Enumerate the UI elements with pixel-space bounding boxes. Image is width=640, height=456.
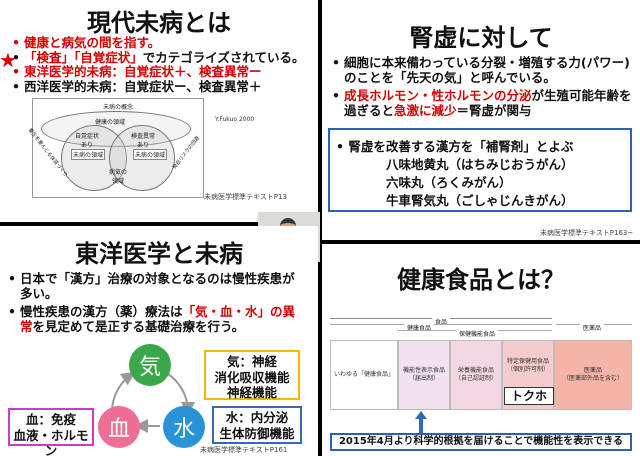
fig-healthy: 健康の領域 xyxy=(95,119,126,126)
quadrant-jinkyo: 腎虚に対して 細胞に本来備わっている分裂・増殖する力(パワー)のことを「先天の気… xyxy=(322,0,640,240)
source-p161: 未病医学標準テキストP161 xyxy=(200,446,288,454)
remedy-rokumi: 六味丸（ろくみがん） xyxy=(386,175,512,190)
modern-mibyou-bullets: 健康と病気の間を指す。 「検査」「自覚症状」でカテゴライズされている。 東洋医学… xyxy=(12,35,316,95)
sui-box: 水：内分泌生体防御機能 xyxy=(212,406,302,444)
segment-drug: 医薬品 （医薬部外品を含む） xyxy=(554,340,632,410)
arrow-up-icon xyxy=(415,411,427,433)
bullet-western: 西洋医学的未病：自覚症状ー、検査異常＋ xyxy=(12,79,316,95)
range-drug-label: 医薬品 xyxy=(580,323,605,332)
remedy-hachimi: 八味地黄丸（はちみじおうがん） xyxy=(386,157,574,172)
hojinzai-intro: • 腎虚を改善する漢方を「補腎剤」とよぶ xyxy=(336,139,574,154)
jinkyo-bullets: 細胞に本来備わっている分裂・増殖する力(パワー)のことを「先天の気」と呼んでいる… xyxy=(332,55,632,118)
ki-box: 気：神経消化吸収機能神経機能 xyxy=(204,350,300,400)
bullet-eastern: 東洋医学的未病：自覚症状＋、検査異常ー xyxy=(12,64,316,80)
quadrant-modern-mibyou: 現代未病とは 健康と病気の間を指す。 「検査」「自覚症状」でカテゴライズされてい… xyxy=(0,0,318,222)
eastern-bullets: 日本で「漢方」治療の対象となるのは慢性疾患が多い。 慢性疾患の漢方（薬）療法は「… xyxy=(8,271,298,334)
mibyou-concept-figure: 未病の概念 健康の領域 自覚症状 あり 検査異常 あり 未病の領域 未病の領域 … xyxy=(27,98,204,198)
range-health-label: 健康食品 xyxy=(404,323,435,332)
fig-mibyou-left: 未病の領域 xyxy=(71,149,106,160)
bullet-senten: 細胞に本来備わっている分裂・増殖する力(パワー)のことを「先天の気」と呼んでいる… xyxy=(332,55,632,85)
remedy-goshajinki: 牛車腎気丸（ごしゃじんきがん） xyxy=(386,193,574,208)
sui-circle: 水 xyxy=(163,406,205,448)
bullet-between: 健康と病気の間を指す。 xyxy=(12,35,316,51)
title-jinkyo: 腎虚に対して xyxy=(409,24,553,52)
author-credit: Y.Fukuo 2000 xyxy=(215,116,255,123)
fig-mibyou-right: 未病の領域 xyxy=(133,149,168,160)
star-icon: ★ xyxy=(0,48,17,72)
fig-disease: 病気の 領域 xyxy=(109,169,128,185)
range-health-food xyxy=(330,324,552,325)
fig-title: 未病の概念 xyxy=(102,104,133,111)
range-food-label: 食品 xyxy=(432,317,451,326)
bullet-hormone: 成長ホルモン・性ホルモンの分泌が生殖可能年齢を過ぎると急激に減少＝腎虚が関与 xyxy=(332,88,632,118)
fig-abnormal: 検査異常 あり xyxy=(131,133,156,149)
bullet-kiketsusui: 慢性疾患の漢方（薬）療法は「気・血・水」の異常を見定めて是正する基礎治療を行う。 xyxy=(8,304,298,334)
fig-subjective: 自覚症状 あり xyxy=(75,133,100,149)
source-p163: 未病医学標準テキストP163~ xyxy=(540,229,634,237)
bullet-kampo: 日本で「漢方」治療の対象となるのは慢性疾患が多い。 xyxy=(8,271,298,301)
segment-general: いわゆる「健康食品」 xyxy=(330,340,398,410)
range-hc-label: 保健機能食品 xyxy=(456,329,499,338)
title-health-food: 健康食品とは？ xyxy=(397,266,565,294)
quadrant-eastern-medicine: 東洋医学と未病 日本で「漢方」治療の対象となるのは慢性疾患が多い。 慢性疾患の漢… xyxy=(0,226,318,456)
ketsu-box: 血：免疫血液・ホルモン xyxy=(8,408,94,456)
source-p13: 未病医学標準テキストP13 xyxy=(204,193,287,201)
hojinzai-box: • 腎虚を改善する漢方を「補腎剤」とよぶ 八味地黄丸（はちみじおうがん） 六味丸… xyxy=(328,128,632,212)
segment-functional: 機能性表示食品 （届出制） xyxy=(398,340,450,410)
title-modern-mibyou: 現代未病とは xyxy=(87,9,231,37)
segment-nutrient: 栄養機能食品 （自己認証制） xyxy=(450,340,502,410)
tokuho-label: トクホ xyxy=(504,387,554,405)
ketsu-circle: 血 xyxy=(98,406,140,448)
bullet-categorize: 「検査」「自覚症状」でカテゴライズされている。 xyxy=(12,50,316,66)
title-eastern: 東洋医学と未病 xyxy=(75,240,243,268)
tokuho-note: 2015年4月より科学的根拠を届けることで機能性を表示できる xyxy=(330,433,632,451)
ki-circle: 気 xyxy=(129,344,171,386)
